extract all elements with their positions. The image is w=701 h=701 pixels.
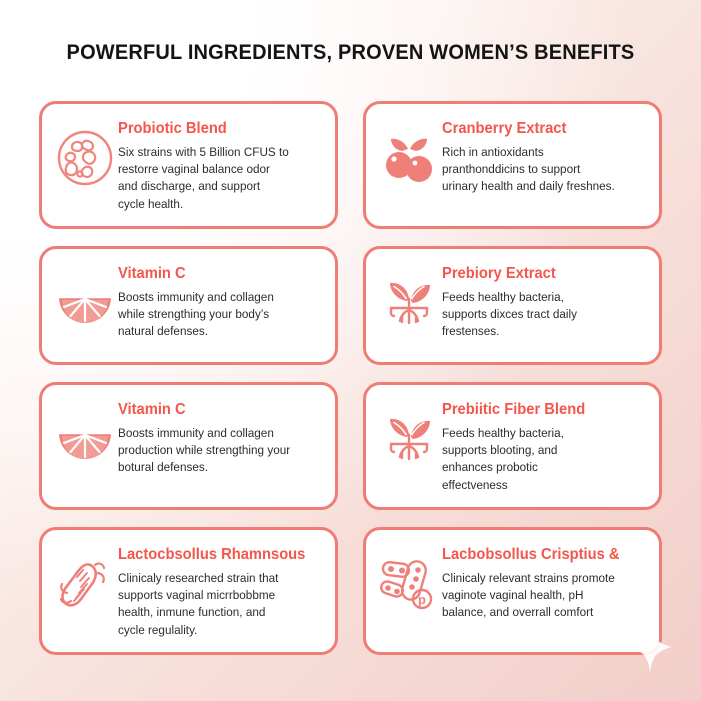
card-title: Vitamin C	[118, 400, 186, 418]
citrus-slice-icon	[52, 270, 118, 336]
ingredient-card[interactable]: Prebiory Extract Feeds healthy bacteria,…	[363, 245, 662, 365]
ingredient-card[interactable]: p Lacbobsollus Crisptius & Clinicaly rel…	[363, 526, 662, 655]
card-title: Lacbobsollus Crisptius &	[442, 545, 620, 563]
page-title: POWERFUL INGREDIENTS, PROVEN WOMEN’S BEN…	[66, 40, 635, 64]
cranberry-berries-icon	[376, 125, 442, 191]
svg-text:p: p	[418, 592, 426, 607]
card-description: Rich in antioxidants pranthonddicins to …	[442, 144, 615, 194]
card-body: Cranberry Extract Rich in antioxidants p…	[442, 117, 645, 196]
card-body: Vitamin C Boosts immunity and collagen p…	[118, 398, 321, 477]
card-body: Vitamin C Boosts immunity and collagen w…	[118, 262, 321, 341]
card-description: Six strains with 5 Billion CFUS to resto…	[118, 144, 289, 211]
bacteria-cluster-icon: p	[376, 551, 442, 617]
card-description: Boosts immunity and collagen production …	[118, 425, 291, 475]
card-title: Probiotic Blend	[118, 120, 227, 137]
ingredient-card-grid: Probiotic Blend Six strains with 5 Billi…	[39, 101, 662, 655]
citrus-slice-icon	[52, 406, 118, 472]
card-description: Feeds healthy bacteria, supports blootin…	[442, 425, 564, 492]
ingredient-card[interactable]: Lactocbsollus Rhamnsous Clinicaly resear…	[39, 526, 338, 655]
card-description: Clinicaly researched strain that support…	[118, 570, 279, 637]
bacillus-rod-flagella-icon	[52, 551, 118, 617]
ingredient-card[interactable]: Probiotic Blend Six strains with 5 Billi…	[39, 101, 338, 229]
card-body: Lactocbsollus Rhamnsous Clinicaly resear…	[118, 543, 321, 639]
petri-dish-bacteria-icon	[52, 125, 118, 191]
ingredient-card[interactable]: Prebiitic Fiber Blend Feeds healthy bact…	[363, 381, 662, 510]
sprout-roots-icon	[376, 406, 442, 472]
card-description: Feeds healthy bacteria, supports dixces …	[442, 289, 577, 339]
ingredient-card[interactable]: Vitamin C Boosts immunity and collagen p…	[39, 381, 338, 510]
card-title: Cranberry Extract	[442, 120, 567, 137]
card-title: Prebiory Extract	[442, 264, 556, 282]
card-body: Probiotic Blend Six strains with 5 Billi…	[118, 117, 321, 213]
card-body: Lacbobsollus Crisptius & Clinicaly relev…	[442, 543, 645, 622]
ingredient-card[interactable]: Vitamin C Boosts immunity and collagen w…	[39, 245, 338, 365]
card-body: Prebiory Extract Feeds healthy bacteria,…	[442, 262, 645, 341]
card-description: Boosts immunity and collagen while stren…	[118, 289, 274, 339]
card-title: Prebiitic Fiber Blend	[442, 400, 586, 418]
sprout-roots-icon	[376, 270, 442, 336]
ingredient-card[interactable]: Cranberry Extract Rich in antioxidants p…	[363, 101, 662, 229]
card-title: Vitamin C	[118, 264, 186, 282]
card-body: Prebiitic Fiber Blend Feeds healthy bact…	[442, 398, 645, 494]
card-title: Lactocbsollus Rhamnsous	[118, 545, 306, 563]
card-description: Clinicaly relevant strains promote vagin…	[442, 570, 615, 620]
